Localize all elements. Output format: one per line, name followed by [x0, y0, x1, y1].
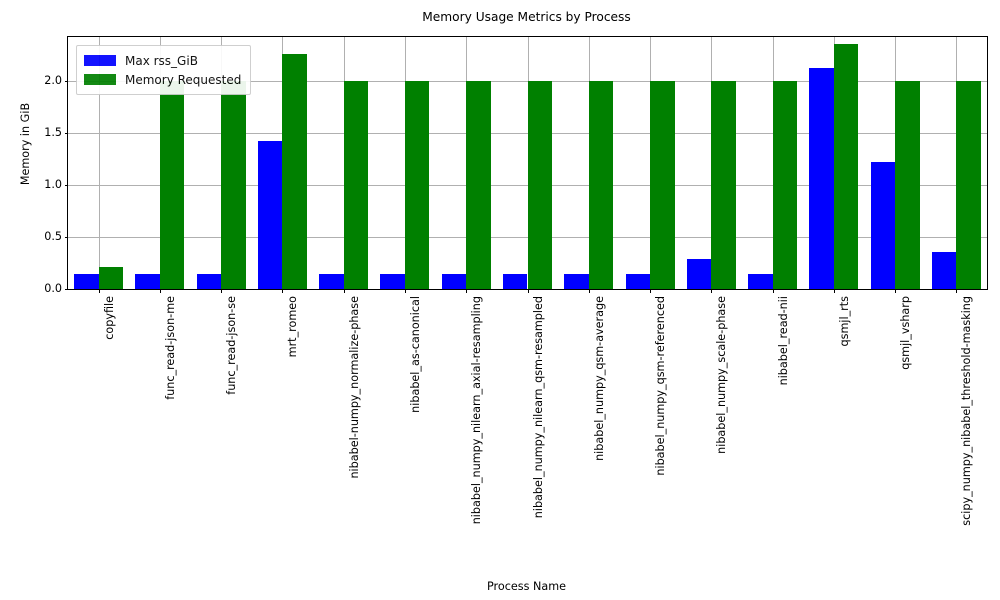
bar [772, 80, 798, 289]
y-axis-label: Memory in GiB [19, 102, 32, 186]
bar [711, 80, 736, 289]
bar [221, 80, 246, 289]
x-tick-label: qsmjl_rts [837, 296, 851, 347]
y-tick-mark [64, 236, 68, 238]
x-tick-mark [588, 289, 590, 293]
x-tick-label: nibabel_as-canonical [408, 296, 422, 413]
x-tick-mark [159, 289, 161, 293]
x-tick-mark [833, 289, 835, 293]
x-tick-mark [772, 289, 774, 293]
bar [748, 273, 773, 289]
bar [466, 80, 491, 289]
bar [833, 44, 859, 289]
y-tick-mark [64, 132, 68, 134]
plot-inner: 0.0 0.5 1.0 1.5 2.0 copyfile func_read-json-me… [44, 37, 987, 526]
x-tick-mark [956, 289, 958, 293]
x-tick-mark [527, 289, 529, 293]
x-tick-mark [221, 289, 223, 293]
legend-item: Memory Requested [84, 70, 241, 89]
y-tick-label: 2.0 [44, 73, 62, 87]
bar [650, 80, 675, 289]
bar [404, 80, 430, 289]
x-tick-label: func_read-json-se [225, 296, 239, 395]
bar [159, 80, 185, 289]
x-tick-label: nibabel_numpy_nilearn_axial-resampling [470, 296, 484, 525]
bar [686, 258, 712, 289]
legend-swatch-icon [84, 55, 116, 66]
bar [319, 273, 344, 289]
x-axis-label: Process Name [486, 580, 566, 593]
x-tick-label: nibabel_numpy_qsm-average [592, 296, 606, 461]
legend-label: Max rss_GiB [125, 53, 198, 68]
y-tick-mark [64, 80, 68, 82]
x-tick-mark [650, 289, 652, 293]
x-tick-mark [343, 289, 345, 293]
bar [343, 80, 369, 289]
y-tick-label: 0.0 [44, 282, 62, 295]
y-tick-label: 1.5 [44, 125, 62, 139]
bar [380, 273, 405, 289]
plot-area: 0.0 0.5 1.0 1.5 2.0 copyfile func_read-json-me… [44, 36, 988, 526]
x-tick-mark [711, 289, 713, 293]
bar [441, 273, 467, 289]
x-tick-mark [404, 289, 406, 293]
bar [895, 80, 920, 289]
x-tick-label: nibabel_numpy_nilearn_qsm-resampled [531, 296, 545, 519]
bar [588, 80, 614, 289]
y-tick-mark [64, 184, 68, 186]
y-tick-label: 1.0 [44, 177, 62, 191]
bar [196, 273, 222, 289]
x-tick-mark [282, 289, 284, 293]
chart-legend: Max rss_GiB Memory Requested [76, 45, 252, 95]
x-tick-label: nibabel_numpy_scale-phase [715, 296, 729, 454]
x-tick-label: func_read-json-me [163, 296, 177, 400]
bar [931, 252, 957, 289]
y-tick-mark [64, 289, 68, 290]
x-tick-label: mrt_romeo [286, 296, 300, 358]
bar [809, 68, 834, 289]
x-tick-label: qsmjl_vsharp [899, 296, 913, 370]
bar [135, 273, 160, 289]
x-tick-label: scipy_numpy_nibabel_threshold-masking [960, 296, 974, 526]
bar [257, 141, 283, 289]
bar [564, 273, 589, 289]
bar [282, 53, 307, 289]
bar [527, 80, 552, 289]
x-tick-label: nibabel_read-nii [776, 296, 790, 386]
y-tick-label: 0.5 [44, 229, 62, 243]
x-tick-label: nibabel_numpy_qsm-referenced [654, 296, 668, 476]
x-tick-mark [466, 289, 468, 293]
legend-label: Memory Requested [125, 72, 242, 87]
x-tick-label: nibabel-numpy_normalize-phase [347, 296, 361, 479]
legend-item: Max rss_GiB [84, 51, 241, 70]
x-tick-mark [895, 289, 897, 293]
x-tick-label: copyfile [102, 296, 116, 340]
bar [74, 273, 99, 289]
bar [98, 267, 124, 289]
bar [956, 80, 981, 289]
chart-title: Memory Usage Metrics by Process [422, 10, 631, 24]
bar [870, 161, 896, 289]
x-tick-mark [98, 289, 100, 293]
gridline-vertical [98, 37, 100, 289]
bar [625, 273, 651, 289]
bar [502, 273, 528, 289]
legend-swatch-icon [84, 74, 116, 85]
